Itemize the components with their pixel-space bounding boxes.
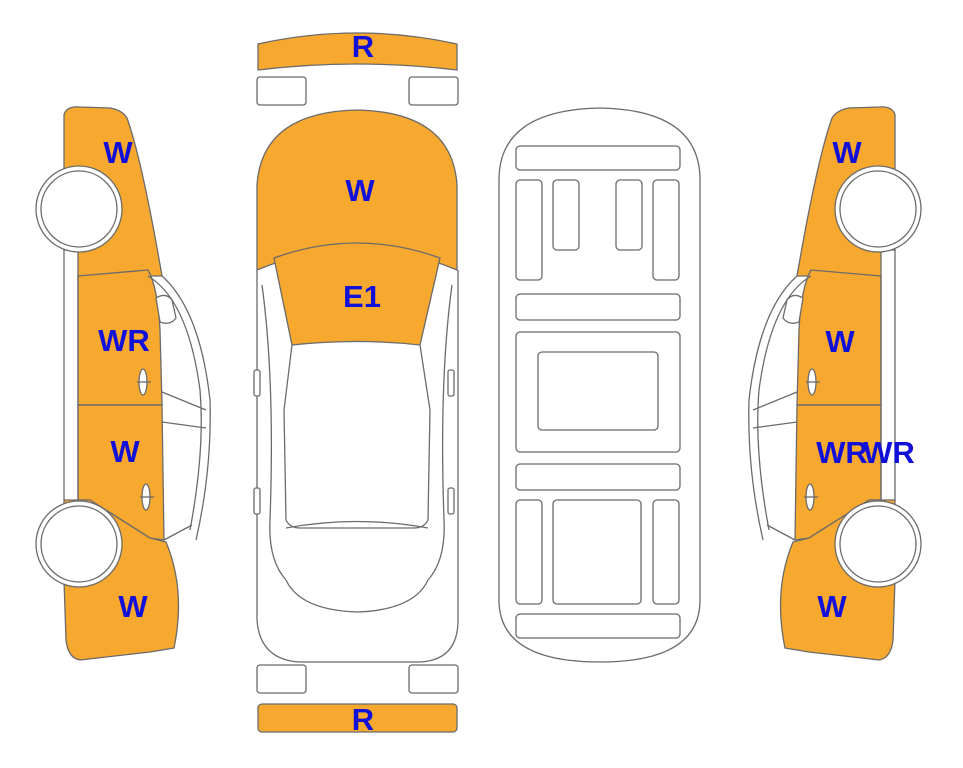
right-side-view (748, 106, 922, 661)
front-bumper-panel[interactable] (257, 32, 458, 71)
rear-left-light (256, 664, 307, 694)
label-right-rear-door-overflow: WR (863, 435, 915, 470)
label-windshield: E1 (343, 279, 381, 314)
label-right-front-door: W (825, 324, 855, 359)
label-rear-bumper: R (352, 702, 374, 737)
label-left-front-fender: W (103, 135, 133, 170)
front-left-light (256, 76, 307, 106)
interior-view (498, 107, 701, 663)
damage-labels: R W E1 R W WR W W W W WR WR W (98, 29, 915, 737)
label-hood: W (345, 173, 375, 208)
label-left-front-door: WR (98, 323, 150, 358)
label-right-front-fender: W (832, 135, 862, 170)
label-right-rear-door: WR (816, 435, 868, 470)
label-right-rear-quarter: W (817, 589, 847, 624)
rear-bumper-panel[interactable] (257, 703, 458, 733)
label-left-rear-quarter: W (118, 589, 148, 624)
label-front-bumper: R (352, 29, 374, 64)
top-view (253, 32, 459, 733)
label-left-rear-door: W (110, 434, 140, 469)
windshield-panel[interactable] (273, 242, 441, 346)
front-right-light (408, 76, 459, 106)
left-side-view (35, 106, 211, 661)
rear-right-light (408, 664, 459, 694)
